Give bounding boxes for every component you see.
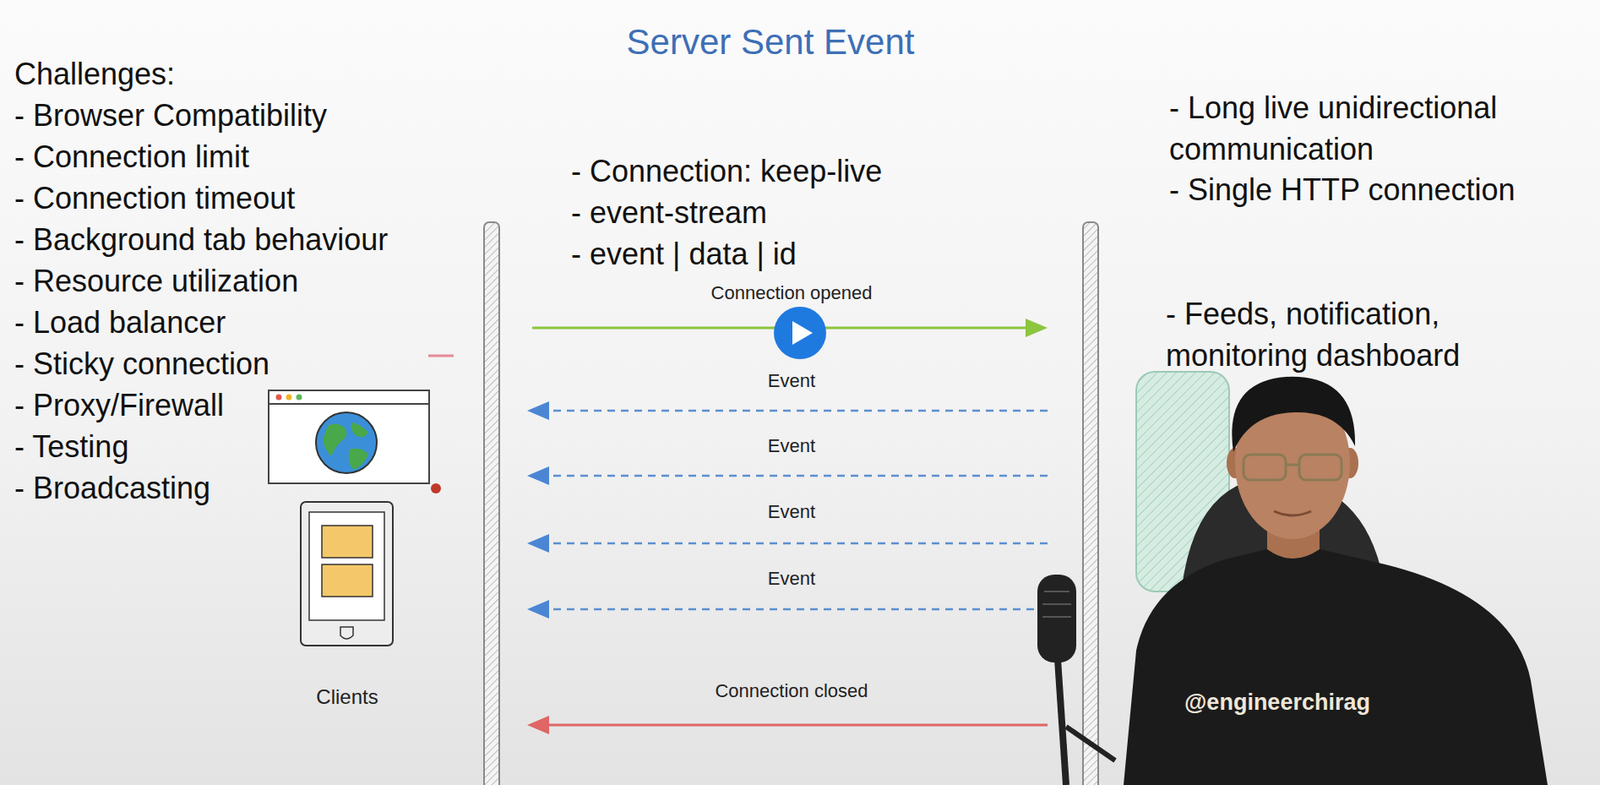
challenge-item: - Testing xyxy=(14,425,129,468)
browser-icon xyxy=(268,390,430,484)
arrow-label: Connection opened xyxy=(664,281,919,305)
arrow-label: Connection closed xyxy=(664,679,919,703)
feature-note: - Single HTTP connection xyxy=(1169,168,1516,211)
header-note: - event | data | id xyxy=(571,233,797,275)
phone-icon xyxy=(300,501,393,646)
feature-note: - Long live unidirectional communication xyxy=(1169,87,1567,170)
event-arrows xyxy=(547,410,1048,610)
list-heading: Challenges: xyxy=(14,53,175,95)
arrow-label: Event xyxy=(664,434,919,458)
server-lifeline xyxy=(1082,222,1099,785)
challenge-item: - Proxy/Firewall xyxy=(14,384,224,426)
header-note: - event-stream xyxy=(571,191,768,234)
arrow-label: Event xyxy=(664,566,919,591)
feature-note: - Feeds, notification, monitoring dashbo… xyxy=(1165,293,1563,376)
challenge-item: - Background tab behaviour xyxy=(14,218,388,261)
diagram-title: Server Sent Event xyxy=(504,18,1037,66)
shirt-handle: @engineerchirag xyxy=(1150,686,1405,718)
close-arrow xyxy=(527,715,1048,735)
challenge-item: - Load balancer xyxy=(14,301,226,343)
challenge-item: - Resource utilization xyxy=(14,260,299,302)
challenge-item: - Connection limit xyxy=(14,136,250,178)
challenge-item: - Connection timeout xyxy=(14,177,295,219)
arrow-label: Event xyxy=(664,369,919,393)
header-note: - Connection: keep-live xyxy=(571,150,882,192)
microphone xyxy=(1037,574,1116,785)
clients-label: Clients xyxy=(262,684,432,710)
event-arrowheads xyxy=(527,401,550,619)
challenge-item: - Sticky connection xyxy=(14,342,270,385)
arrow-label: Event xyxy=(664,500,919,524)
client-lifeline xyxy=(484,222,500,785)
challenge-item: - Broadcasting xyxy=(14,467,211,509)
play-button xyxy=(773,306,827,360)
red-dot xyxy=(430,483,441,494)
presenter xyxy=(1123,371,1548,785)
challenge-item: - Browser Compatibility xyxy=(14,94,327,137)
red-dash xyxy=(428,354,454,358)
